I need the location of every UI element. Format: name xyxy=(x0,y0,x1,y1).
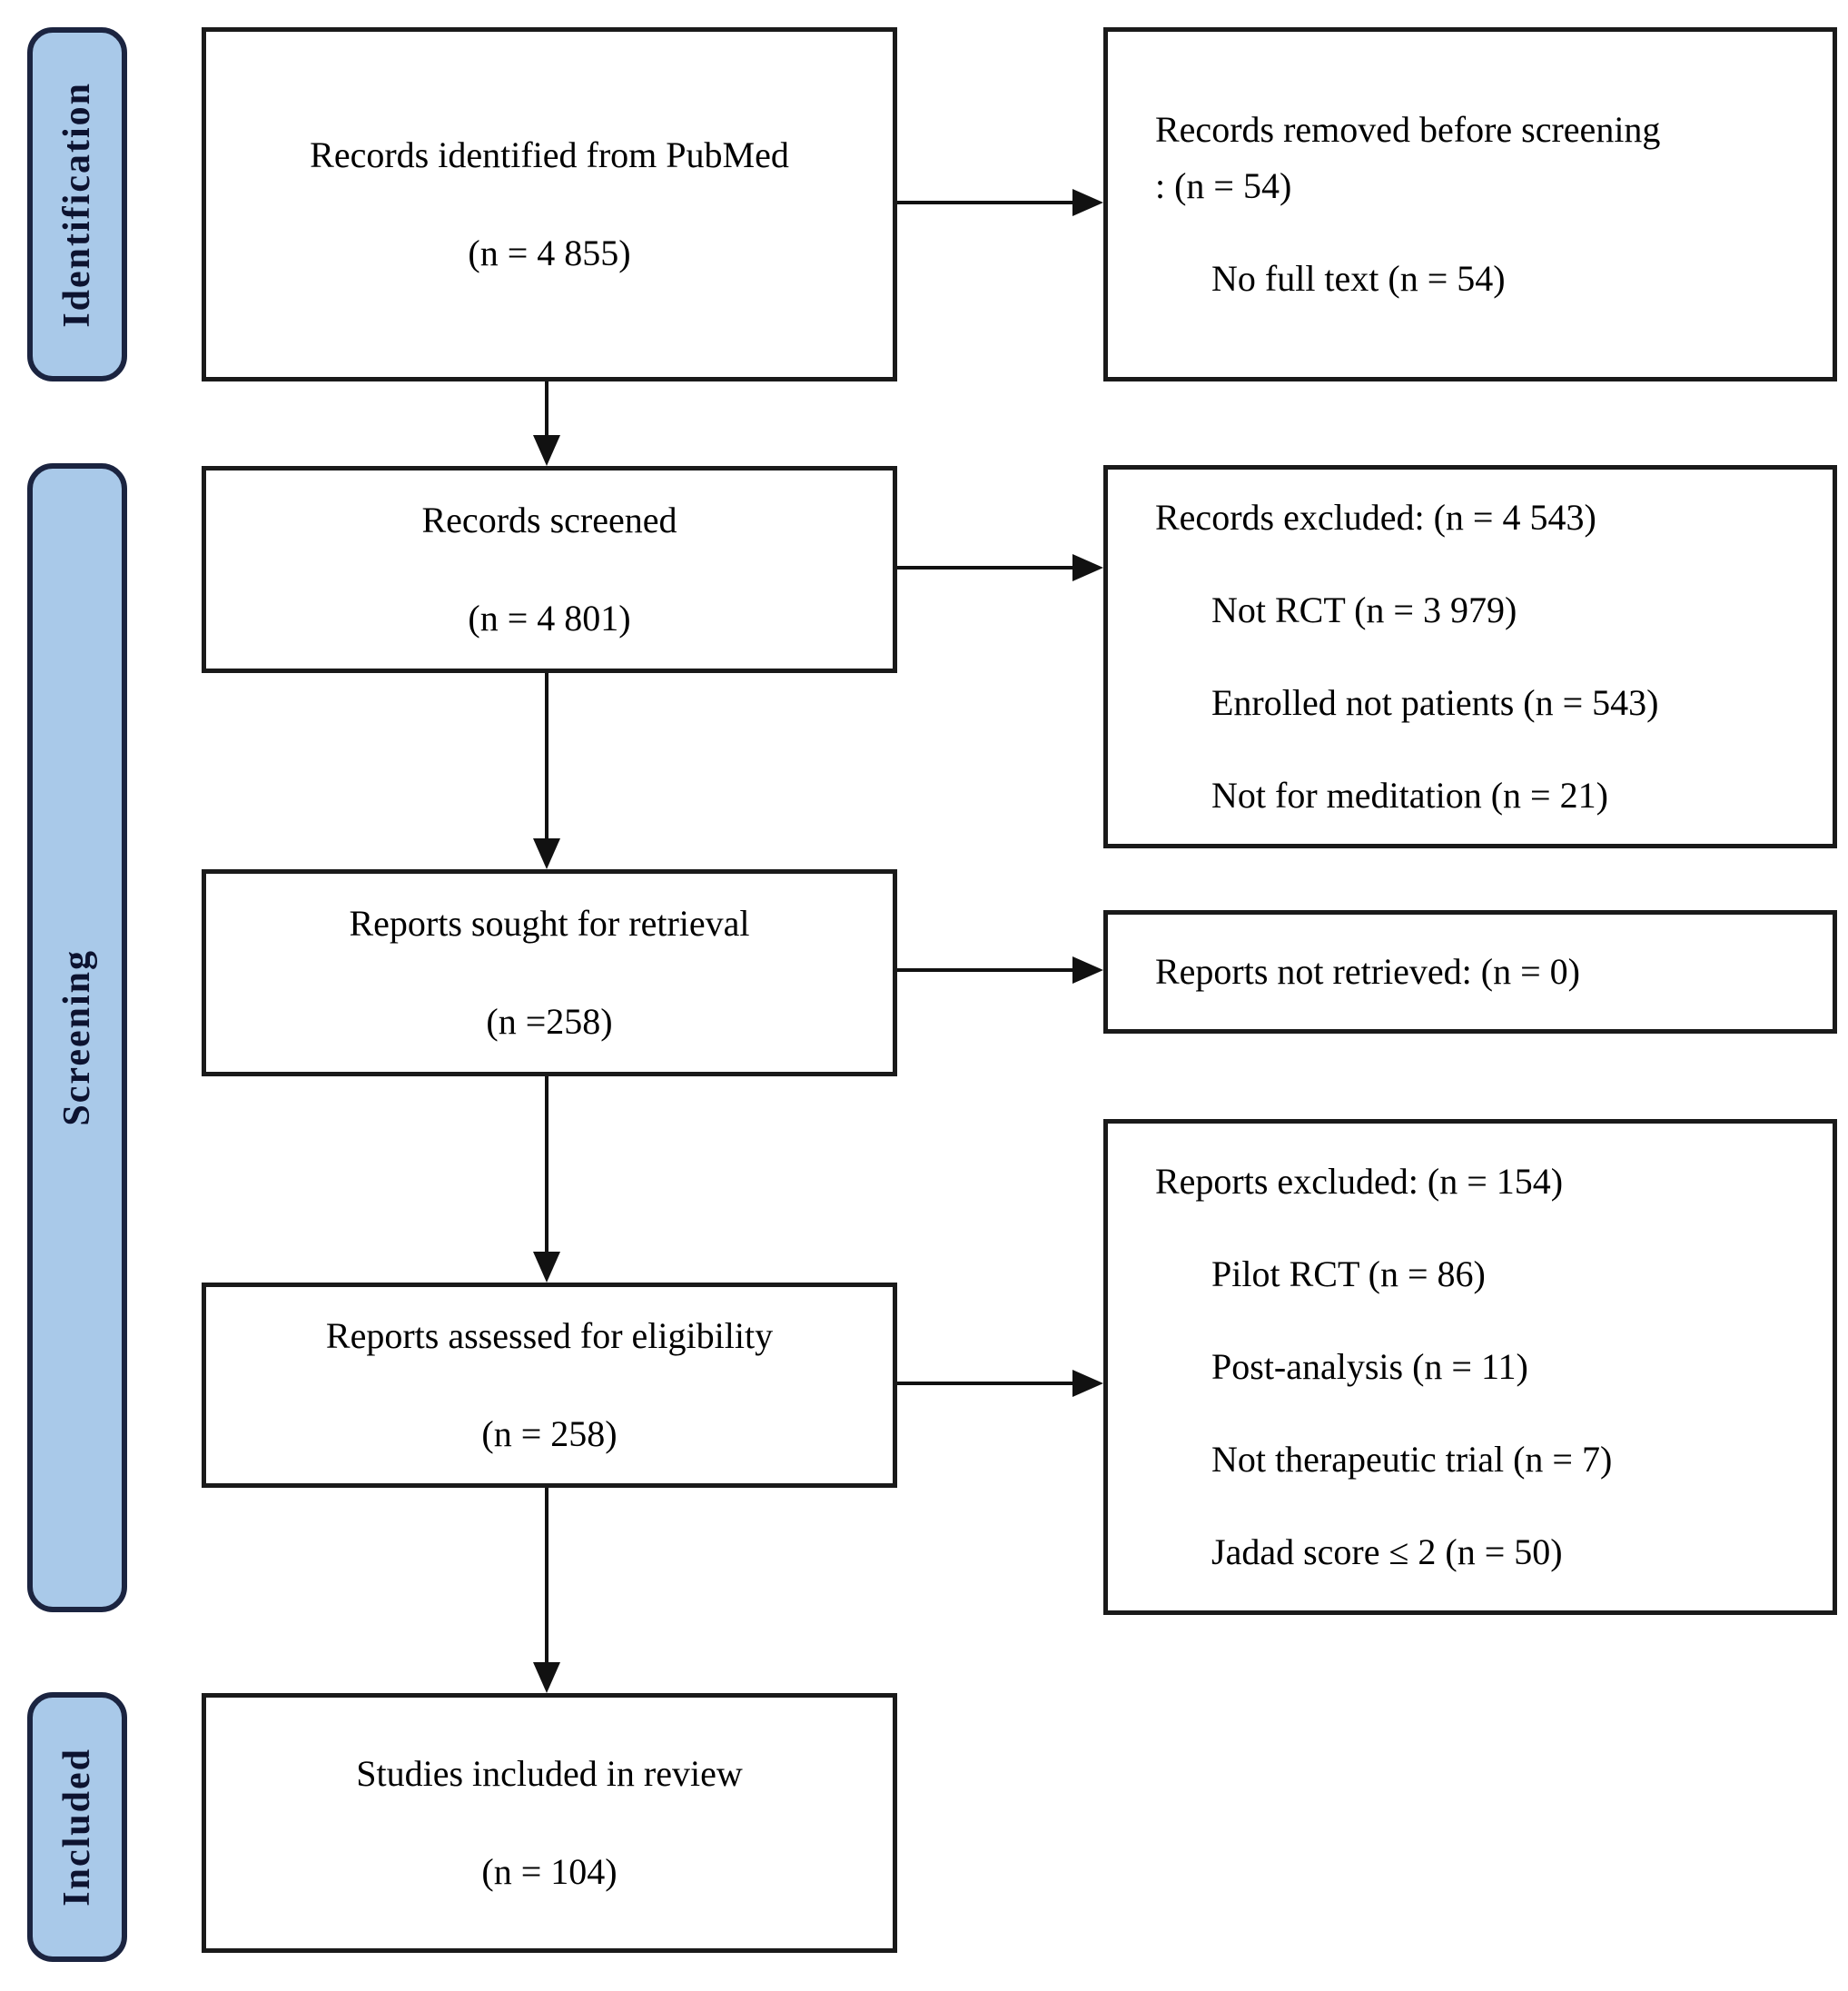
box-records-excluded: Records excluded: (n = 4 543) Not RCT (n… xyxy=(1103,465,1837,848)
arrow-down-4-head-icon xyxy=(533,1662,560,1693)
stage-label-screening: Screening xyxy=(56,949,98,1126)
box-records-excluded-item: Enrolled not patients (n = 543) xyxy=(1211,682,1659,723)
arrow-right-1-head-icon xyxy=(1072,189,1103,216)
box-reports-assessed-count: (n = 258) xyxy=(481,1413,618,1454)
arrow-right-1 xyxy=(897,201,1072,204)
box-reports-excluded: Reports excluded: (n = 154) Pilot RCT (n… xyxy=(1103,1119,1837,1615)
arrow-down-3-head-icon xyxy=(533,1252,560,1283)
box-reports-sought-count: (n =258) xyxy=(486,1001,613,1042)
stage-label-included: Included xyxy=(56,1748,98,1907)
box-reports-excluded-header: Reports excluded: (n = 154) xyxy=(1155,1161,1564,1202)
box-records-removed-header-group: Records removed before screening : (n = … xyxy=(1155,109,1801,207)
box-records-excluded-item: Not RCT (n = 3 979) xyxy=(1211,589,1517,630)
box-records-screened: Records screened (n = 4 801) xyxy=(202,466,897,673)
arrow-down-2-head-icon xyxy=(533,838,560,869)
arrow-down-4 xyxy=(545,1488,548,1662)
box-records-removed-header2: : (n = 54) xyxy=(1155,165,1292,206)
box-reports-sought-title: Reports sought for retrieval xyxy=(349,903,750,944)
box-reports-not-retrieved-header: Reports not retrieved: (n = 0) xyxy=(1155,951,1580,992)
box-reports-excluded-item: Post-analysis (n = 11) xyxy=(1211,1346,1528,1387)
arrow-right-4 xyxy=(897,1382,1072,1385)
box-records-excluded-item: Not for meditation (n = 21) xyxy=(1211,775,1608,816)
arrow-right-2-head-icon xyxy=(1072,554,1103,581)
box-reports-excluded-item: Jadad score ≤ 2 (n = 50) xyxy=(1211,1531,1563,1572)
box-reports-assessed-title: Reports assessed for eligibility xyxy=(325,1315,774,1356)
box-records-identified: Records identified from PubMed (n = 4 85… xyxy=(202,27,897,381)
box-reports-excluded-item: Pilot RCT (n = 86) xyxy=(1211,1253,1486,1294)
box-reports-excluded-item: Not therapeutic trial (n = 7) xyxy=(1211,1439,1613,1480)
box-records-identified-count: (n = 4 855) xyxy=(468,233,631,273)
box-records-screened-count: (n = 4 801) xyxy=(468,598,631,639)
stage-box-included: Included xyxy=(27,1692,127,1962)
stage-box-screening: Screening xyxy=(27,463,127,1612)
arrow-down-3 xyxy=(545,1076,548,1252)
box-reports-not-retrieved: Reports not retrieved: (n = 0) xyxy=(1103,910,1837,1034)
stage-box-identification: Identification xyxy=(27,27,127,381)
arrow-down-1 xyxy=(545,381,548,435)
box-studies-included: Studies included in review (n = 104) xyxy=(202,1693,897,1953)
box-reports-assessed: Reports assessed for eligibility (n = 25… xyxy=(202,1283,897,1488)
box-records-removed: Records removed before screening : (n = … xyxy=(1103,27,1837,381)
box-records-identified-title: Records identified from PubMed xyxy=(310,134,789,175)
box-records-screened-title: Records screened xyxy=(421,500,677,540)
arrow-down-1-head-icon xyxy=(533,435,560,466)
box-reports-sought: Reports sought for retrieval (n =258) xyxy=(202,869,897,1076)
box-records-removed-item: No full text (n = 54) xyxy=(1211,258,1506,299)
box-records-excluded-header: Records excluded: (n = 4 543) xyxy=(1155,497,1596,538)
box-studies-included-count: (n = 104) xyxy=(481,1851,618,1892)
box-studies-included-title: Studies included in review xyxy=(356,1753,743,1794)
arrow-right-4-head-icon xyxy=(1072,1370,1103,1397)
arrow-right-2 xyxy=(897,566,1072,570)
stage-label-identification: Identification xyxy=(56,81,98,328)
box-records-removed-header: Records removed before screening xyxy=(1155,109,1661,150)
arrow-right-3 xyxy=(897,968,1072,972)
arrow-down-2 xyxy=(545,673,548,838)
arrow-right-3-head-icon xyxy=(1072,956,1103,984)
